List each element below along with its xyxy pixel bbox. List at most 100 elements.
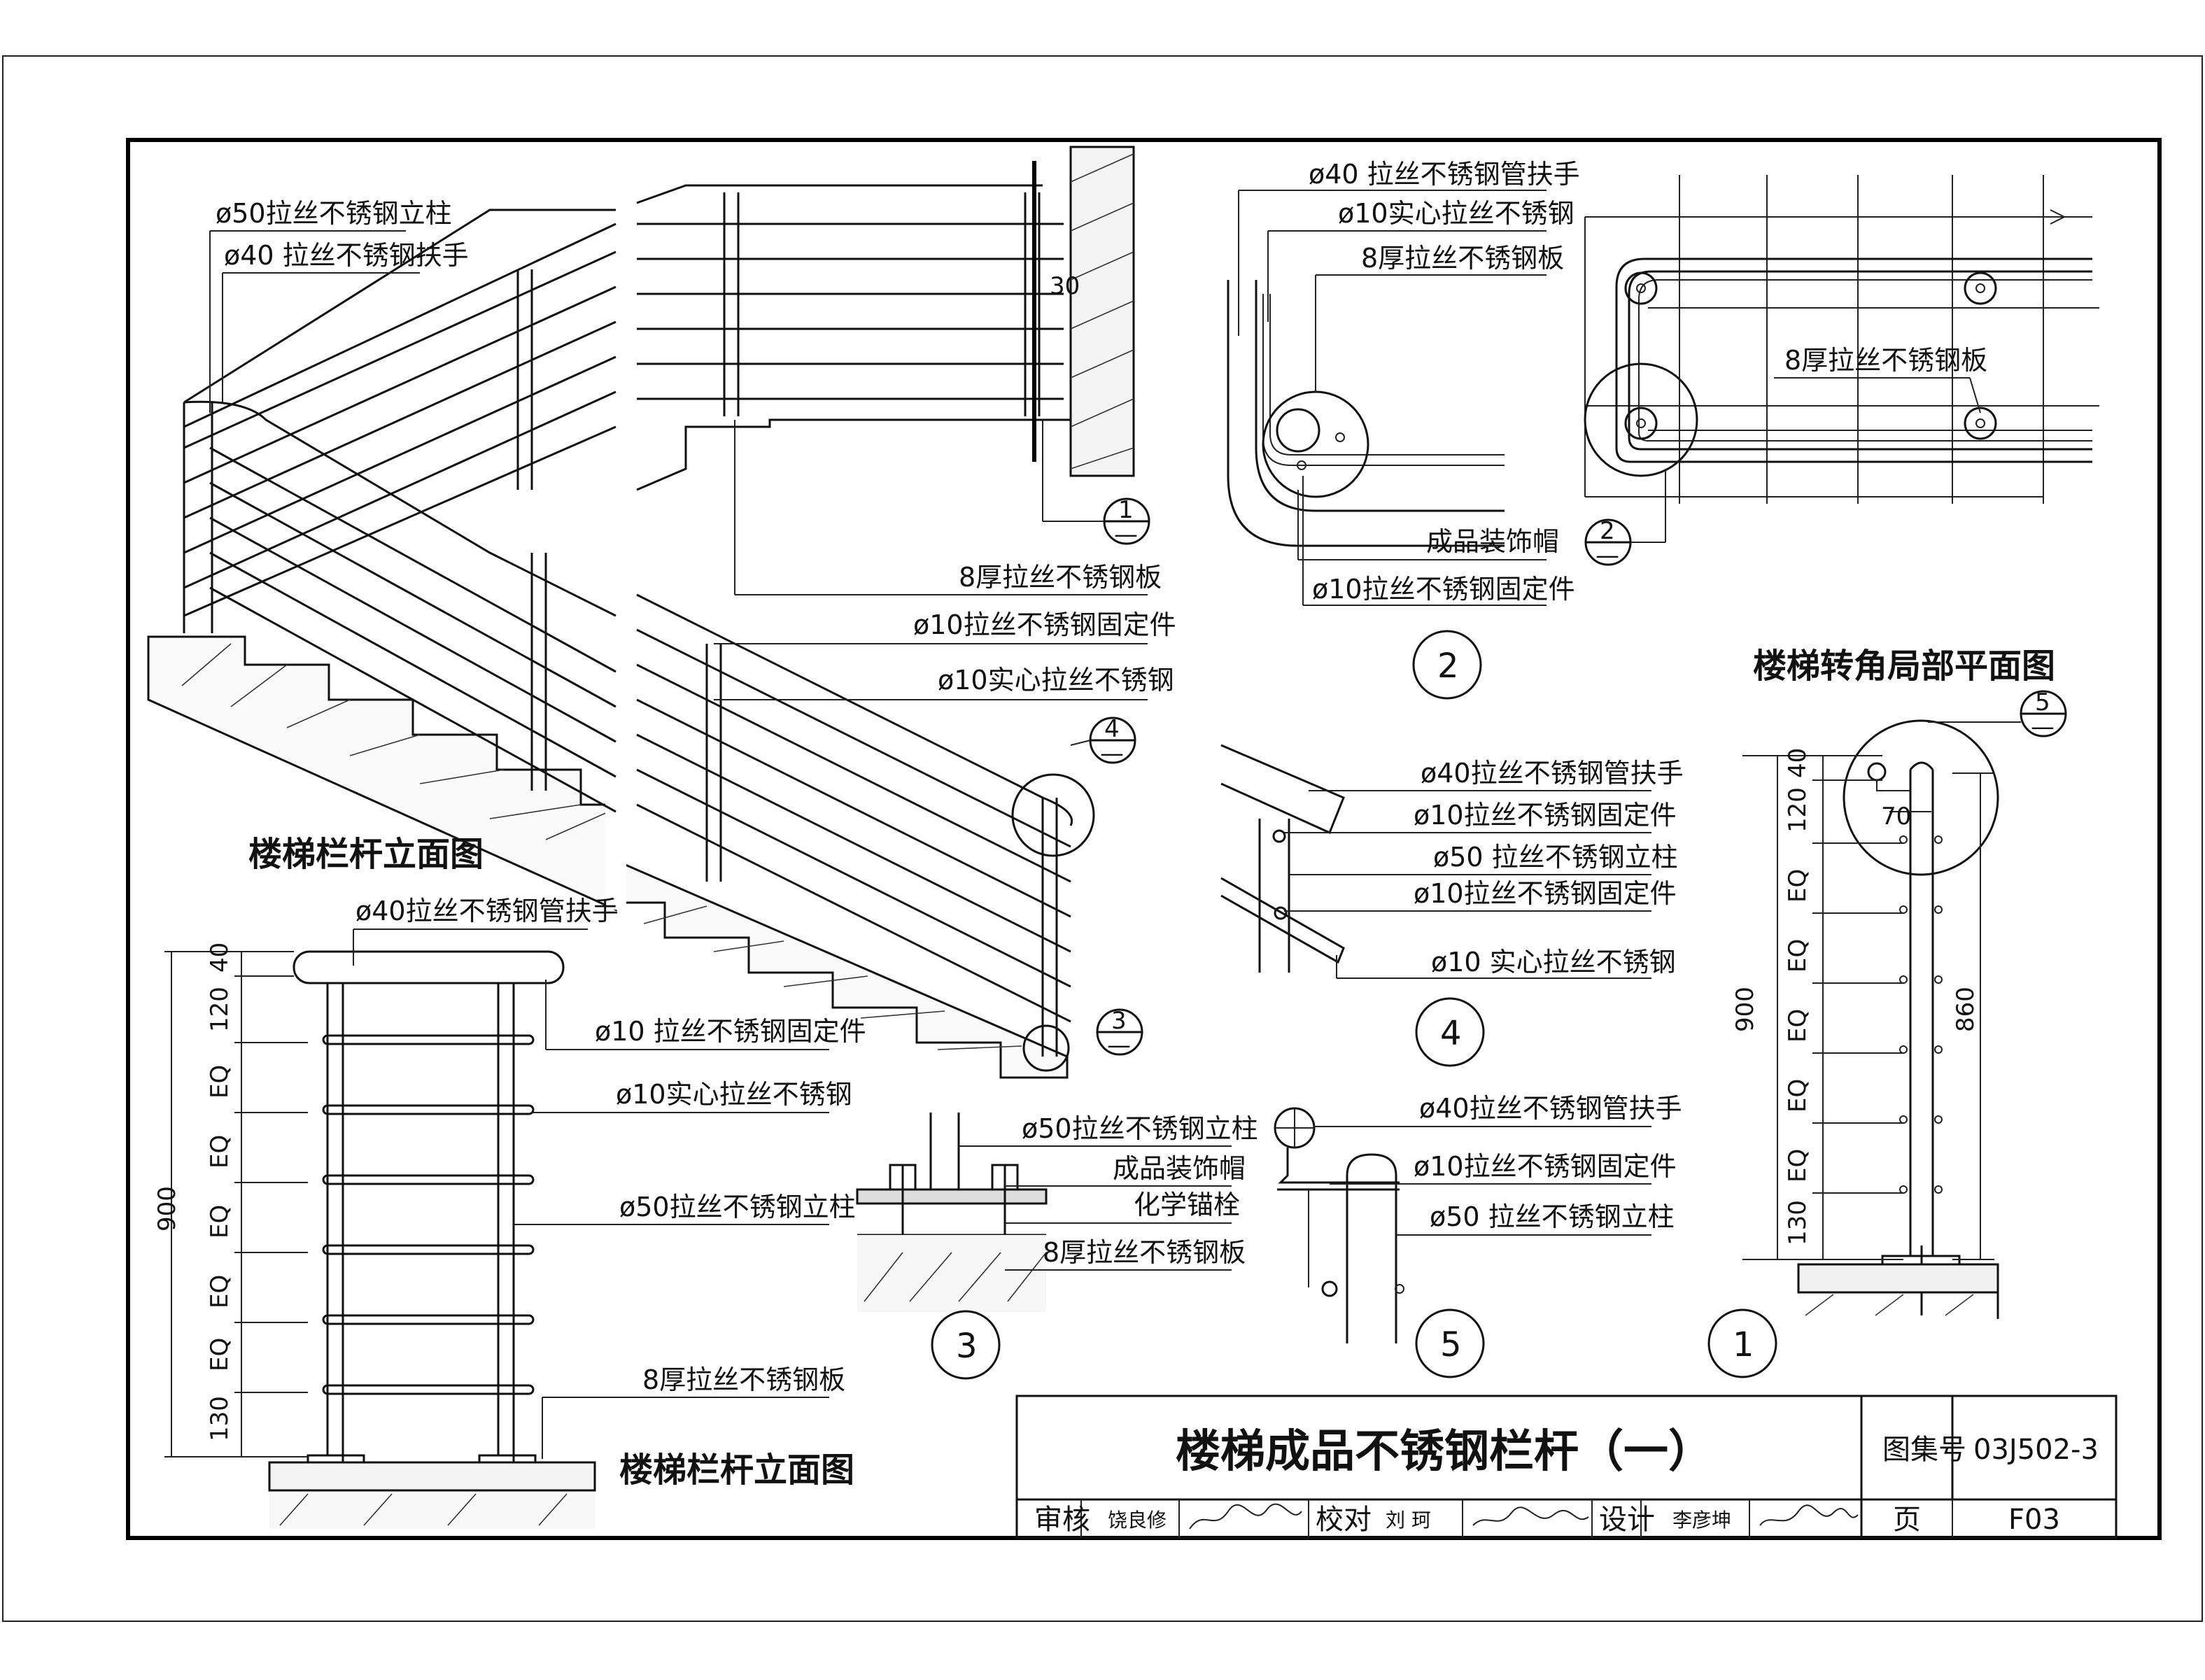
detail-2: [1227, 280, 1505, 547]
label-b-rail: ø40拉丝不锈钢管扶手: [355, 896, 619, 926]
label-b-fix: ø10 拉丝不锈钢固定件: [595, 1016, 866, 1047]
svg-text:EQ: EQ: [206, 1205, 234, 1238]
label-b-solid: ø10实心拉丝不锈钢: [616, 1079, 852, 1110]
svg-text:EQ: EQ: [1784, 869, 1812, 903]
detail-3: [856, 1113, 1048, 1312]
label-post50: ø50拉丝不锈钢立柱: [216, 198, 452, 229]
svg-text:40: 40: [206, 943, 234, 973]
design-label: 设计: [1599, 1504, 1655, 1536]
label-d4-rail: ø40拉丝不锈钢管扶手: [1421, 758, 1684, 789]
detail-5: [1274, 1107, 1404, 1343]
svg-text:EQ: EQ: [1784, 1149, 1812, 1183]
svg-text:120: 120: [1784, 787, 1812, 833]
svg-text:—: —: [1107, 1031, 1131, 1059]
svg-text:—: —: [1595, 542, 1619, 570]
label-d2-cap: 成品装饰帽: [1426, 526, 1559, 557]
atlas-number: 03J502-3: [1973, 1434, 2099, 1466]
label-fix10: ø10拉丝不锈钢固定件: [913, 609, 1176, 640]
detail-circle-2: 2: [1412, 630, 1482, 700]
sheet-title: 楼梯成品不锈钢栏杆（一）: [1176, 1426, 1713, 1478]
railing-elevation-bottom: [164, 950, 596, 1529]
svg-text:1: 1: [1733, 1325, 1754, 1364]
svg-text:1: 1: [1118, 496, 1134, 524]
svg-text:5: 5: [2035, 689, 2050, 717]
svg-text:40: 40: [1784, 748, 1812, 778]
svg-text:2: 2: [1600, 517, 1615, 545]
svg-text:130: 130: [1784, 1200, 1812, 1245]
label-d3-cap: 成品装饰帽: [1113, 1153, 1246, 1184]
title-block: [1015, 1395, 2118, 1539]
label-d2-plate: 8厚拉丝不锈钢板: [1361, 243, 1564, 274]
label-d5-rail: ø40拉丝不锈钢管扶手: [1419, 1093, 1682, 1124]
label-d3-post: ø50拉丝不锈钢立柱: [1022, 1113, 1258, 1144]
svg-text:EQ: EQ: [206, 1338, 234, 1371]
detail-circle-3: 3: [931, 1310, 1001, 1380]
checker-name: 刘 珂: [1386, 1509, 1431, 1532]
dim-30: 30: [1050, 272, 1080, 300]
label-solid10: ø10实心拉丝不锈钢: [938, 665, 1174, 696]
signature-designer: [1759, 1504, 1859, 1526]
label-d4-fix2: ø10拉丝不锈钢固定件: [1414, 878, 1677, 909]
label-d3-plate: 8厚拉丝不锈钢板: [1043, 1237, 1246, 1268]
svg-text:—: —: [1114, 521, 1138, 549]
svg-text:—: —: [2031, 713, 2055, 741]
svg-text:900: 900: [1731, 987, 1759, 1032]
detail-marker-3-elevation: 3 —: [1022, 1007, 1143, 1072]
svg-text:70: 70: [1881, 803, 1911, 831]
label-plan-plate: 8厚拉丝不锈钢板: [1784, 345, 1987, 376]
signature-reviewer: [1189, 1503, 1302, 1530]
reviewer-name: 饶良修: [1108, 1509, 1167, 1532]
svg-text:4: 4: [1440, 1014, 1462, 1053]
label-b-plate: 8厚拉丝不锈钢板: [642, 1364, 845, 1395]
dims-bottom-elevation: 40 120 EQ EQ EQ EQ EQ 130 900: [153, 943, 234, 1441]
stair-corner-plan: 2 —: [1584, 175, 2099, 570]
designer-name: 李彦坤: [1672, 1509, 1731, 1532]
svg-text:3: 3: [1111, 1007, 1127, 1035]
svg-text:EQ: EQ: [206, 1135, 234, 1169]
label-d4-solid: ø10 实心拉丝不锈钢: [1431, 947, 1676, 977]
label-plate8: 8厚拉丝不锈钢板: [959, 562, 1162, 593]
page-label: 页: [1893, 1504, 1921, 1536]
detail-marker-1-top: 1 —: [1042, 420, 1150, 549]
svg-text:EQ: EQ: [206, 1065, 234, 1099]
stair-elevation-top: 30: [147, 146, 1135, 1079]
label-rail40: ø40 拉丝不锈钢扶手: [224, 240, 469, 271]
svg-text:120: 120: [206, 987, 234, 1032]
label-d2-solid: ø10实心拉丝不锈钢: [1338, 198, 1575, 229]
label-d2-fix: ø10拉丝不锈钢固定件: [1312, 574, 1575, 605]
label-b-post: ø50拉丝不锈钢立柱: [619, 1192, 856, 1222]
atlas-label: 图集号: [1882, 1434, 1966, 1466]
title-stair-elevation-bottom: 楼梯栏杆立面图: [619, 1450, 854, 1490]
label-d3-anchor: 化学锚栓: [1134, 1190, 1240, 1220]
label-d4-post: ø50 拉丝不锈钢立柱: [1433, 842, 1678, 873]
page-number: F03: [2008, 1504, 2060, 1536]
svg-text:EQ: EQ: [1784, 1009, 1812, 1043]
svg-text:EQ: EQ: [1784, 1079, 1812, 1113]
detail-marker-4-elevation: 4 —: [1011, 715, 1136, 857]
review-label: 审核: [1034, 1504, 1090, 1536]
svg-text:—: —: [1100, 740, 1124, 768]
svg-text:EQ: EQ: [1784, 939, 1812, 973]
svg-text:130: 130: [206, 1396, 234, 1441]
label-d5-post: ø50 拉丝不锈钢立柱: [1430, 1201, 1675, 1232]
detail-circle-4: 4: [1415, 997, 1485, 1067]
svg-text:3: 3: [956, 1327, 978, 1366]
detail-circle-5: 5: [1415, 1308, 1485, 1378]
dims-detail-1: 40 120 EQ EQ EQ EQ EQ 130 900 860 70: [1731, 748, 1980, 1245]
label-d5-fix: ø10拉丝不锈钢固定件: [1414, 1151, 1677, 1182]
svg-text:860: 860: [1952, 987, 1980, 1032]
label-d2-rail: ø40 拉丝不锈钢管扶手: [1309, 159, 1580, 190]
check-label: 校对: [1316, 1504, 1372, 1536]
svg-text:4: 4: [1104, 715, 1120, 743]
detail-4: [1220, 744, 1345, 973]
detail-1: 5 —: [1742, 689, 2067, 1319]
title-stair-elevation-top: 楼梯栏杆立面图: [248, 835, 484, 874]
svg-text:900: 900: [153, 1186, 181, 1231]
svg-text:2: 2: [1437, 647, 1459, 686]
svg-text:5: 5: [1440, 1325, 1462, 1364]
title-stair-plan: 楼梯转角局部平面图: [1753, 647, 2055, 686]
detail-circle-1: 1: [1707, 1308, 1777, 1378]
outer-frame: [2, 55, 2203, 1622]
svg-text:EQ: EQ: [206, 1275, 234, 1308]
